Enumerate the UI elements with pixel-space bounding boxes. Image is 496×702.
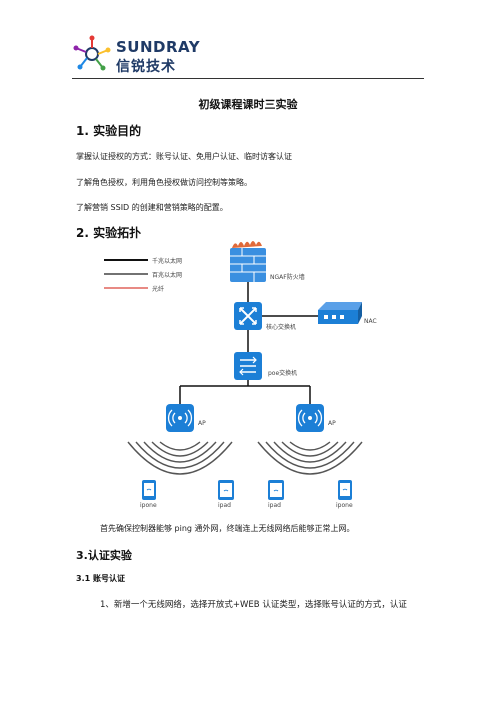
node-label-firewall: NGAF防火墙 xyxy=(270,274,305,281)
node-label-poe-switch: poe交换机 xyxy=(268,370,298,377)
topology-svg xyxy=(104,241,363,500)
core-switch-icon xyxy=(234,302,262,330)
page-title: 初级课程课时三实验 xyxy=(198,98,298,111)
wireless-waves-right-icon xyxy=(257,441,363,475)
legend-label-gigabit: 千兆以太网 xyxy=(152,258,183,265)
client-label-3: ipad xyxy=(268,502,281,509)
firewall-icon xyxy=(230,241,266,282)
sundray-logo-mark-icon xyxy=(73,35,111,71)
topology-note: 首先确保控制器能够 ping 通外网，终端连上无线网络后能够正常上网。 xyxy=(100,524,355,533)
legend-label-fast-ethernet: 百兆以太网 xyxy=(152,272,183,279)
poe-switch-icon xyxy=(234,352,262,380)
brand-name-cn: 信锐技术 xyxy=(116,59,176,75)
client-ipad-right-icon xyxy=(268,480,284,500)
goal-line-2: 了解角色授权，利用角色授权做访问控制等策略。 xyxy=(76,178,252,187)
node-label-core-switch: 核心交换机 xyxy=(266,324,297,331)
section-heading-goals: 1. 实验目的 xyxy=(76,124,142,138)
brand-name-en: SUNDRAY xyxy=(116,38,201,56)
ap-right-icon xyxy=(296,404,324,432)
ap-left-icon xyxy=(166,404,194,432)
node-label-ap-right: AP xyxy=(328,420,336,427)
sundray-logo: SUNDRAY 信锐技术 xyxy=(72,32,212,76)
node-label-nac: NAC xyxy=(364,318,377,325)
subsection-heading-account-auth: 3.1 账号认证 xyxy=(76,574,125,583)
network-topology-diagram: 千兆以太网 百兆以太网 光纤 NGAF防火墙 核心交换机 NAC poe交换机 … xyxy=(96,236,406,512)
client-iphone-right-icon xyxy=(338,480,352,500)
goal-line-3: 了解营销 SSID 的创建和营销策略的配置。 xyxy=(76,203,228,212)
node-label-ap-left: AP xyxy=(198,420,206,427)
header-divider xyxy=(72,78,424,79)
legend-label-fiber: 光纤 xyxy=(152,286,165,293)
section-heading-topology: 2. 实验拓扑 xyxy=(76,226,142,240)
section-heading-auth-experiment: 3.认证实验 xyxy=(76,549,132,562)
step-1-text: 1、新增一个无线网络，选择开放式+WEB 认证类型，选择账号认证的方式，认证 xyxy=(100,600,407,610)
client-label-4: ipone xyxy=(336,502,353,509)
nac-device-icon xyxy=(318,302,362,324)
client-iphone-left-icon xyxy=(142,480,156,500)
client-label-1: ipone xyxy=(140,502,157,509)
client-ipad-left-icon xyxy=(218,480,234,500)
goal-line-1: 掌握认证授权的方式：账号认证、免用户认证、临时访客认证 xyxy=(76,152,292,161)
client-label-2: ipad xyxy=(218,502,231,509)
wireless-waves-left-icon xyxy=(127,441,233,475)
